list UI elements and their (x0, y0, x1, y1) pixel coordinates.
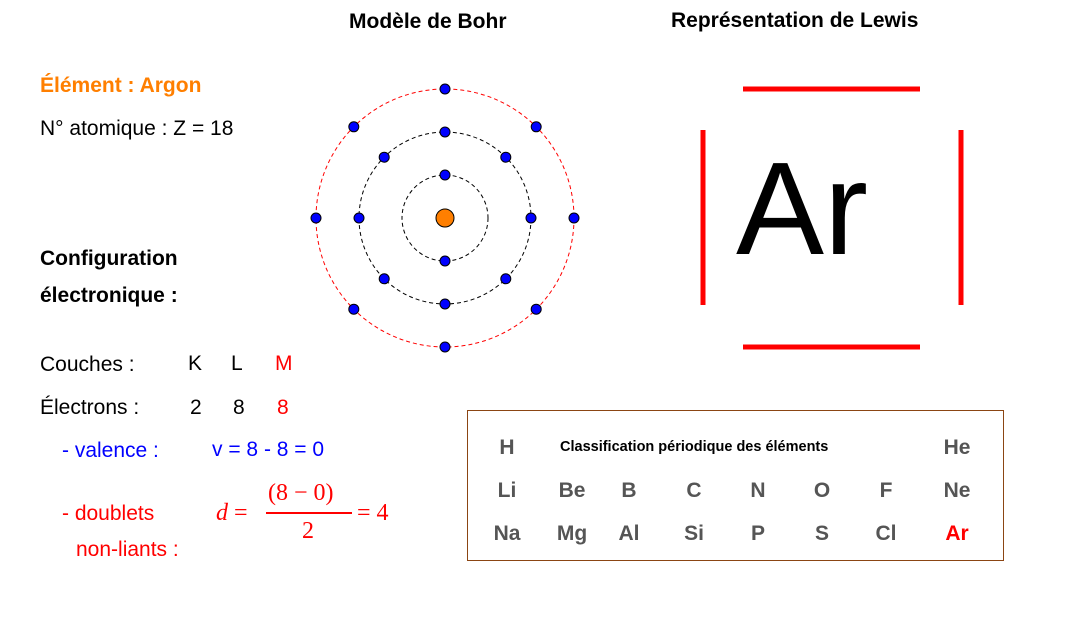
periodic-table: Classification périodique des éléments H… (467, 410, 1004, 561)
config-heading-1: Configuration (40, 247, 178, 270)
element-symbol-ar: Ar (945, 522, 969, 545)
element-symbol-b: B (621, 479, 637, 502)
electron-shell-3 (310, 212, 322, 224)
electrons-m: 8 (277, 396, 289, 419)
electron-shell-2 (525, 212, 537, 224)
element-symbol-n: N (750, 479, 766, 502)
shell-m: M (275, 352, 293, 375)
element-symbol-f: F (879, 479, 893, 502)
element-symbol-si: Si (684, 522, 704, 545)
bohr-model-diagram (310, 83, 580, 353)
electron-shell-1 (439, 169, 451, 181)
config-heading-2: électronique : (40, 284, 178, 307)
electrons-group (310, 83, 580, 353)
electron-shell-3 (568, 212, 580, 224)
shell-k-orbit (401, 174, 489, 262)
electron-shell-1 (439, 255, 451, 267)
atomic-number: N° atomique : Z = 18 (40, 117, 234, 140)
formula-numerator: (8 − 0) (268, 480, 334, 506)
electron-shell-2 (378, 273, 390, 285)
electrons-k: 2 (190, 396, 202, 419)
shell-k: K (188, 352, 203, 375)
element-name: Élément : Argon (40, 74, 202, 97)
element-symbol-cl: Cl (875, 522, 897, 545)
shells-label: Couches : (40, 353, 135, 376)
fraction-bar (266, 512, 352, 514)
element-symbol-li: Li (497, 479, 517, 502)
electron-shell-3 (439, 341, 451, 353)
lewis-diagram (700, 86, 964, 350)
electron-shell-3 (530, 121, 542, 133)
shell-l: L (231, 352, 243, 375)
nucleus (435, 208, 455, 228)
element-symbol-al: Al (618, 522, 640, 545)
doublets-label-1: - doublets (62, 502, 155, 525)
element-symbol-ne: Ne (943, 479, 971, 502)
formula-denominator: 2 (302, 518, 314, 544)
valence-formula: v = 8 - 8 = 0 (212, 438, 325, 461)
electron-shell-2 (439, 126, 451, 138)
element-symbol-p: P (750, 522, 765, 545)
periodic-table-title: Classification périodique des éléments (560, 439, 829, 455)
element-symbol-na: Na (493, 522, 521, 545)
electron-shell-2 (439, 298, 451, 310)
electron-shell-3 (439, 83, 451, 95)
element-symbol-o: O (813, 479, 831, 502)
electron-shell-2 (500, 151, 512, 163)
element-symbol-s: S (814, 522, 829, 545)
element-symbol-h: H (499, 436, 515, 459)
formula-rhs: = 4 (357, 500, 389, 526)
element-symbol-mg: Mg (556, 522, 588, 545)
electrons-label: Électrons : (40, 396, 140, 419)
bohr-title: Modèle de Bohr (349, 10, 507, 33)
electron-shell-3 (348, 303, 360, 315)
doublets-label-2: non-liants : (76, 538, 179, 561)
lewis-symbol: Ar (736, 135, 868, 282)
valence-label: - valence : (62, 439, 159, 462)
formula-lhs: d (216, 500, 228, 526)
element-symbol-be: Be (558, 479, 586, 502)
electron-shell-3 (348, 121, 360, 133)
electron-shell-2 (353, 212, 365, 224)
electron-shell-2 (378, 151, 390, 163)
electron-shell-3 (530, 303, 542, 315)
lewis-title: Représentation de Lewis (671, 9, 919, 32)
element-symbol-c: C (686, 479, 702, 502)
electrons-l: 8 (233, 396, 245, 419)
formula-eq: = (234, 500, 248, 526)
doublets-formula: d = (8 − 0) 2 = 4 (216, 478, 406, 548)
element-symbol-he: He (943, 436, 971, 459)
electron-shell-2 (500, 273, 512, 285)
